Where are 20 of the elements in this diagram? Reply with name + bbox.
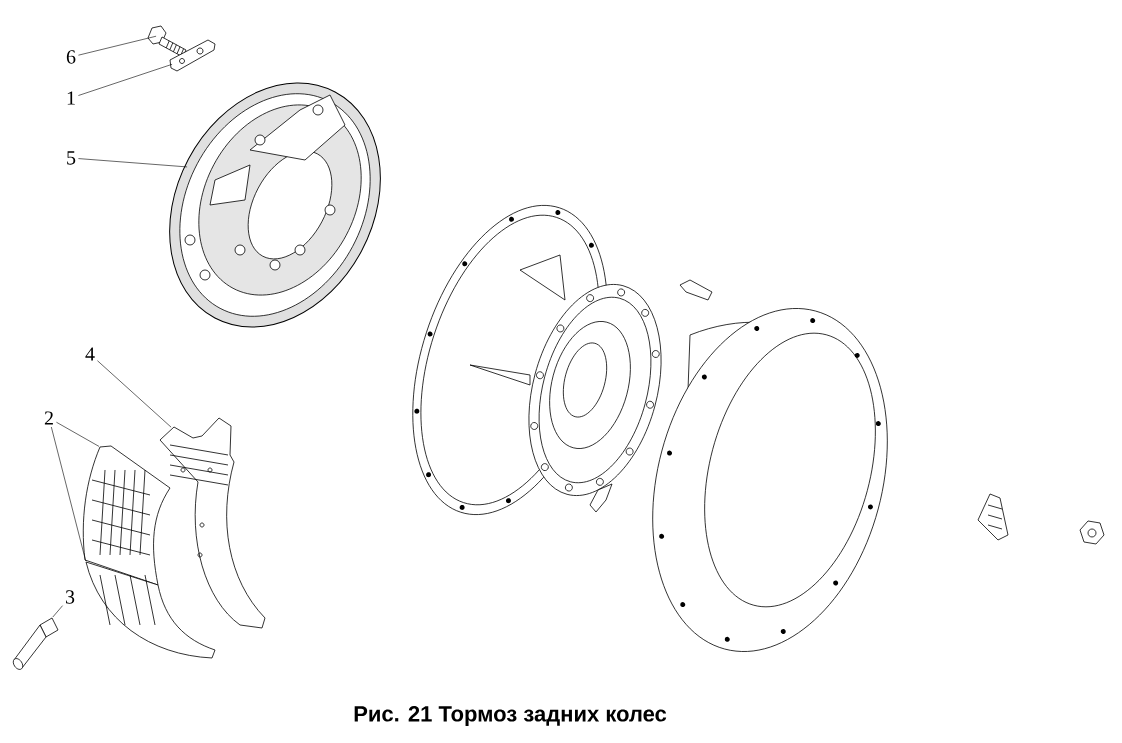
brake-shoe-drawing — [82, 445, 171, 586]
callout-number: 6 — [66, 50, 76, 64]
callout-number: 4 — [85, 347, 95, 361]
callout-number: 1 — [67, 91, 75, 105]
callout-number: 2 — [44, 411, 53, 425]
leader-line — [78, 35, 157, 56]
brake-shoe-drawing — [159, 417, 266, 629]
leader-line — [78, 158, 188, 168]
brake-lining-drawing — [85, 561, 216, 659]
leader-line — [97, 360, 172, 428]
leader-line — [56, 421, 100, 447]
leader-line — [51, 426, 87, 562]
leader-line — [52, 605, 63, 618]
backing-plate-drawing — [169, 82, 381, 328]
caption: Рис. 21 Тормоз задних колес — [354, 706, 667, 726]
callout-number: 3 — [65, 590, 75, 604]
callout-number: 5 — [67, 151, 76, 165]
leader-line — [78, 64, 173, 96]
bolt-drawing — [12, 617, 59, 670]
bolt-drawing — [147, 25, 187, 58]
